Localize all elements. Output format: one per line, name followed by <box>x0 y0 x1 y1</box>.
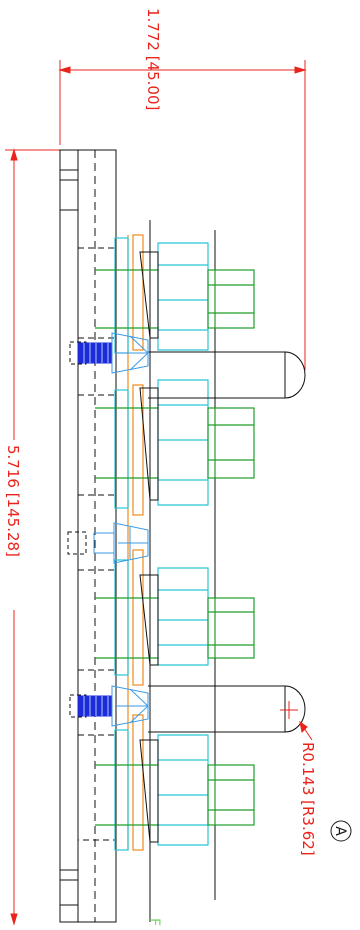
bolt-assembly-4 <box>95 729 255 851</box>
bolt-assembly-2 <box>95 379 255 509</box>
view-label-text: A <box>332 826 348 836</box>
screw-middle <box>67 522 149 564</box>
view-label-marker: A <box>330 820 352 842</box>
dimension-overall-height-label: 1.772 [45.00] <box>144 8 162 110</box>
dimension-overall-length <box>5 148 60 926</box>
pin-lower <box>148 685 306 733</box>
screw-lower <box>69 685 149 727</box>
base-plate <box>59 149 216 923</box>
bolt-assembly-3 <box>95 559 255 676</box>
dimension-overall-length-label: 5.716 [145.28] <box>4 445 22 557</box>
screw-upper <box>69 332 149 374</box>
partial-note: F <box>146 918 162 926</box>
dimension-overall-height <box>58 60 307 370</box>
bolt-assembly-1 <box>95 237 255 354</box>
radius-callout-label: R0.143 [R3.62] <box>299 742 317 856</box>
radius-callout <box>280 701 313 741</box>
pin-upper <box>148 351 306 399</box>
